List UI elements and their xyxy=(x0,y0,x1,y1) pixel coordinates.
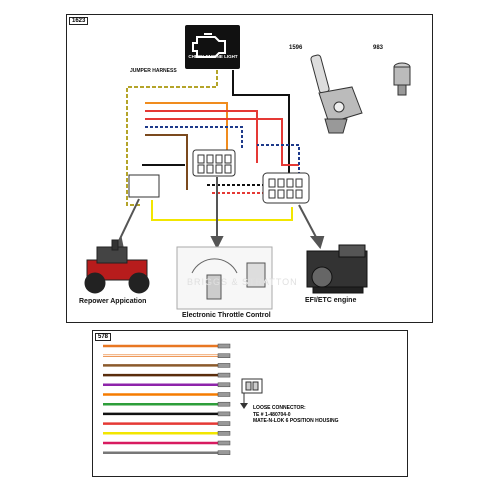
wire-blue xyxy=(145,126,243,150)
watermark: BRIGGS & STRATTON xyxy=(187,277,298,287)
part-983-label: 983 xyxy=(373,45,384,51)
wire-terminal xyxy=(217,440,231,446)
wire-terminal xyxy=(217,382,231,388)
wire-terminal xyxy=(217,450,231,455)
wire-yellow xyxy=(151,200,293,221)
jumper-harness-label: JUMPER HARNESS xyxy=(130,68,177,74)
panel-id-1623: 1623 xyxy=(69,17,89,25)
wire-set xyxy=(103,343,231,455)
left-connector-block xyxy=(128,174,160,198)
wire-brown xyxy=(145,134,188,190)
wire-kit-panel: 578 LOOSE CONNECTOR: TE # 1-480704-0 MAT… xyxy=(92,330,408,477)
wire-orange xyxy=(145,102,228,155)
wire xyxy=(103,411,231,417)
wire-red-2 xyxy=(145,118,299,166)
wire-terminal xyxy=(217,401,231,407)
wire-terminal xyxy=(217,431,231,436)
wire xyxy=(103,392,231,397)
wire xyxy=(103,440,231,446)
wire xyxy=(103,450,231,455)
efi-engine-image xyxy=(306,244,368,294)
wire-olive xyxy=(126,70,218,206)
repower-application-label: Repower Appication xyxy=(79,298,147,305)
wire xyxy=(103,382,231,388)
wire xyxy=(103,421,231,426)
switch-983 xyxy=(393,62,411,96)
check-engine-light-label: CHECK ENGINE LIGHT xyxy=(188,54,238,59)
wire xyxy=(103,343,231,349)
wire-terminal xyxy=(217,363,231,368)
panel-id-578: 578 xyxy=(95,333,112,341)
throttle-lever-1596 xyxy=(310,54,363,134)
loose-connector-line: LOOSE CONNECTOR: xyxy=(253,405,306,411)
wire xyxy=(103,363,231,368)
jumper-harness-wires xyxy=(126,70,300,221)
wire xyxy=(103,401,231,407)
engine-icon xyxy=(192,33,226,58)
harness-diagram-panel: 1623 xyxy=(66,14,433,323)
zero-turn-mower-image xyxy=(84,239,150,294)
loose-connector-icon xyxy=(240,378,263,409)
wire-blue-2 xyxy=(257,144,300,175)
wiring-diagram xyxy=(84,25,411,310)
wire-terminal xyxy=(217,372,231,378)
wire xyxy=(103,431,231,436)
wire-terminal xyxy=(217,353,231,358)
efi-etc-engine-label: EFI/ETC engine xyxy=(305,297,357,304)
wire-terminal xyxy=(217,411,231,417)
wire-terminal xyxy=(217,392,231,397)
loose-connector-text: LOOSE CONNECTOR: TE # 1-480704-0 MATE-N-… xyxy=(253,405,338,425)
wire-terminal xyxy=(217,421,231,426)
wire-terminal xyxy=(217,343,231,349)
electronic-throttle-control-label: Electronic Throttle Control xyxy=(182,312,271,319)
part-1596-label: 1596 xyxy=(289,45,303,51)
loose-connector-line: TE # 1-480704-0 xyxy=(253,411,291,418)
wire xyxy=(103,372,231,378)
loose-connector-line: MATE-N-LOK 6 POSITION HOUSING xyxy=(253,418,339,424)
wire xyxy=(103,353,231,358)
